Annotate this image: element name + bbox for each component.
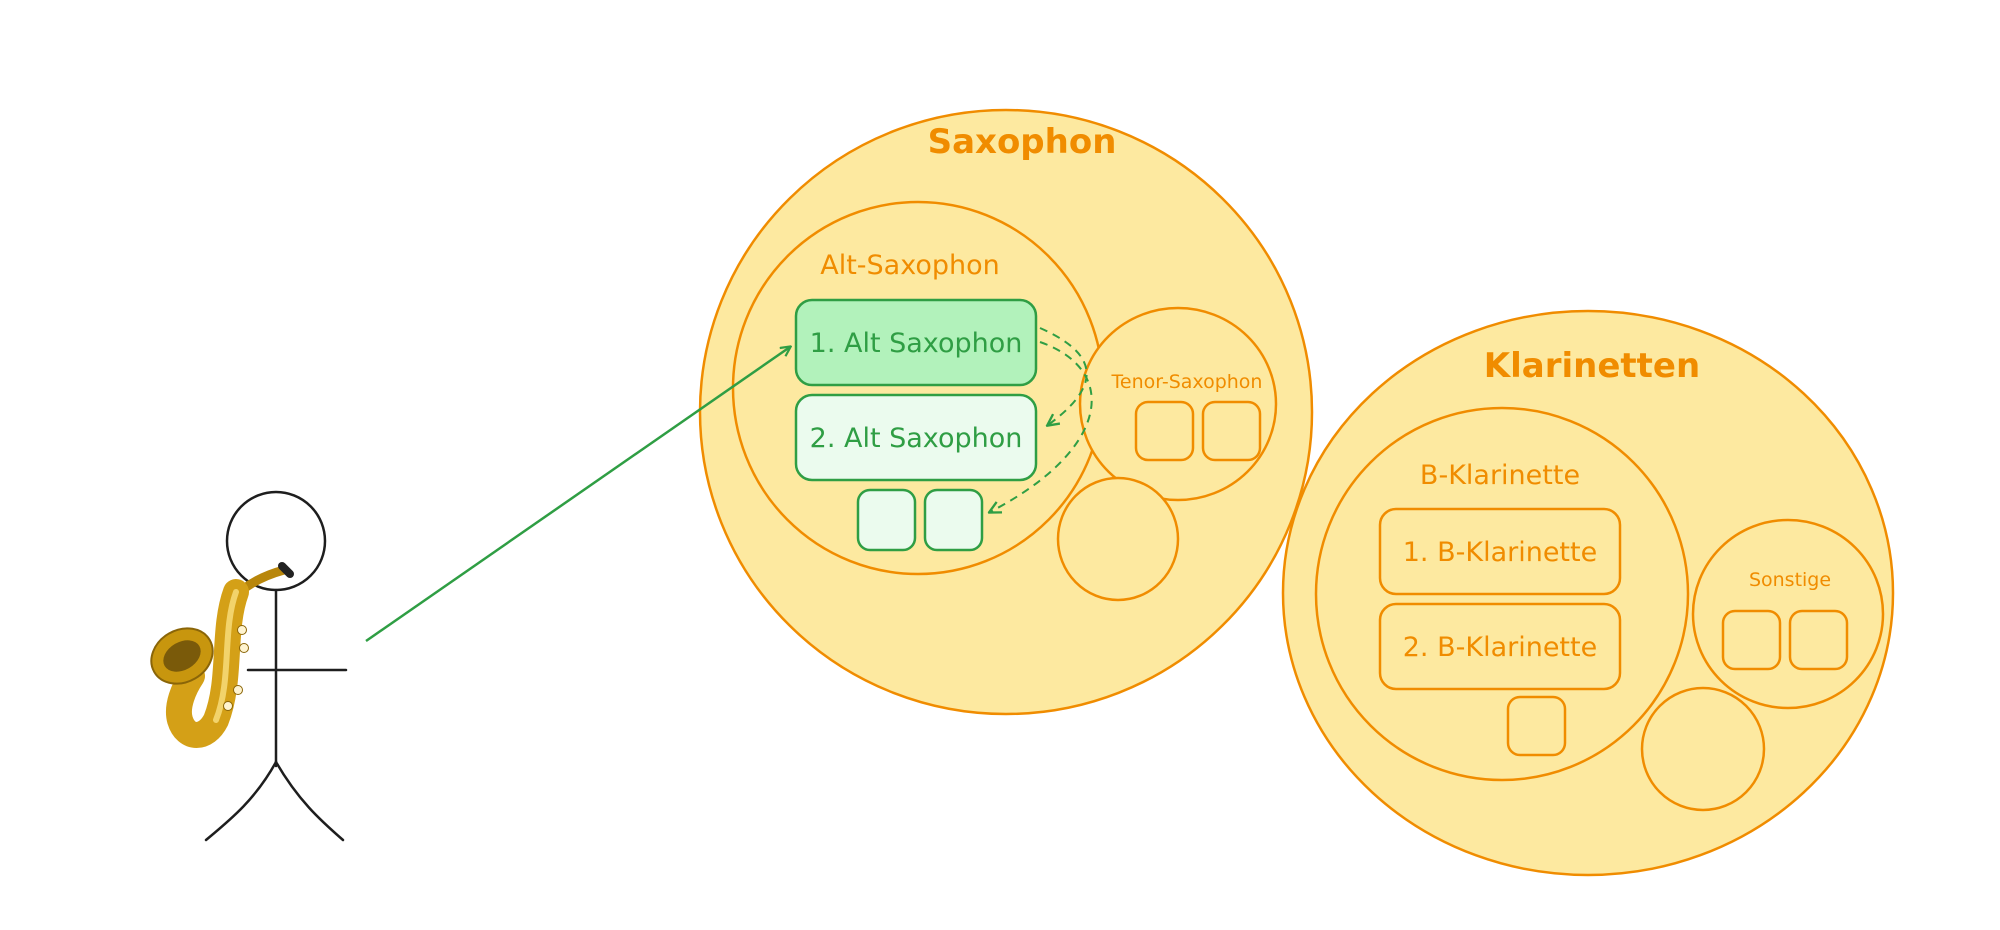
klarinetten-title: Klarinetten [1484, 346, 1700, 386]
tenor-saxophon-title: Tenor-Saxophon [1111, 371, 1263, 393]
voice-box-2-b-klarinette[interactable] [1378, 602, 1622, 691]
saxophon-section: Saxophon Alt-Saxophon 1. Alt Saxophon 2.… [698, 108, 1314, 716]
voice-box-3-b-klarinette[interactable] [1506, 695, 1567, 757]
stick-figure-icon [204, 490, 348, 842]
empty-klarinetten-subgroup-circle [1640, 686, 1766, 812]
voice-box-2-alt-saxophon[interactable] [794, 393, 1038, 482]
sonstige-circle [1691, 518, 1885, 710]
sonstige-title: Sonstige [1749, 569, 1831, 591]
voice-box-3-alt-saxophon[interactable] [856, 488, 917, 552]
voice-box-1-alt-saxophon[interactable] [794, 298, 1038, 387]
voice-box-1-b-klarinette[interactable] [1378, 507, 1622, 596]
klarinetten-section: Klarinetten B-Klarinette 1. B-Klarinette… [1281, 309, 1895, 877]
assignment-arrow [365, 347, 790, 643]
musician [150, 490, 348, 842]
voice-label-1-b-klarinette: 1. B-Klarinette [1403, 537, 1597, 568]
voice-box-2-tenor-saxophon[interactable] [1201, 400, 1262, 462]
voice-box-2-sonstige[interactable] [1788, 609, 1849, 671]
fallback-arrow-2 [990, 341, 1093, 512]
empty-saxophon-subgroup-circle [1056, 476, 1180, 602]
saxophon-title: Saxophon [928, 122, 1117, 162]
voice-label-2-b-klarinette: 2. B-Klarinette [1403, 632, 1597, 663]
b-klarinette-title: B-Klarinette [1420, 460, 1580, 491]
voice-box-4-alt-saxophon[interactable] [923, 488, 984, 552]
fallback-arrow-1 [1039, 327, 1088, 425]
alt-saxophon-title: Alt-Saxophon [820, 250, 1000, 281]
saxophone-icon [150, 562, 294, 748]
voice-label-1-alt-saxophon: 1. Alt Saxophon [810, 328, 1023, 359]
voice-box-1-sonstige[interactable] [1721, 609, 1782, 671]
voice-box-1-tenor-saxophon[interactable] [1134, 400, 1195, 462]
voice-label-2-alt-saxophon: 2. Alt Saxophon [810, 423, 1023, 454]
